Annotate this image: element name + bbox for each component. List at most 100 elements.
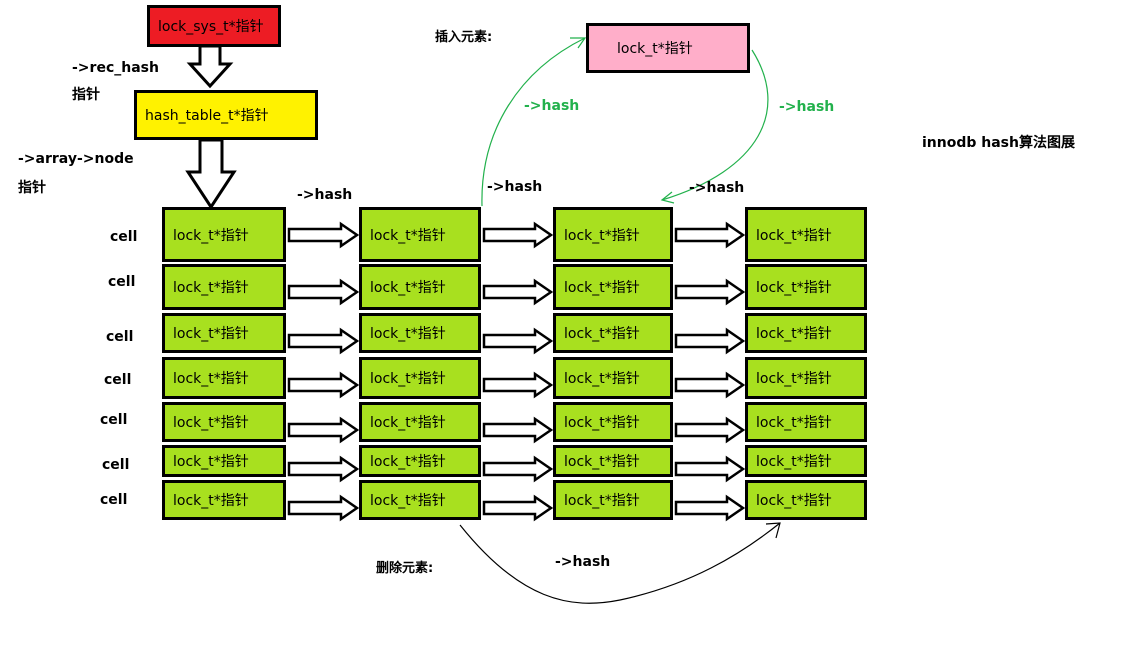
hash-chain-arrow [674,455,746,483]
cell-label: cell [102,457,130,473]
lock-node-label: lock_t*指针 [370,280,446,296]
lock-node: lock_t*指针 [553,480,673,520]
lock-node: lock_t*指针 [162,402,286,442]
cell-label: cell [104,372,132,388]
lock-node: lock_t*指针 [553,402,673,442]
diagram-title: innodb hash算法图展 [922,135,1075,151]
lock-node-label: lock_t*指针 [173,227,249,244]
column-hash-label-3: ->hash [689,180,745,196]
cell-label: cell [106,329,134,345]
lock-node: lock_t*指针 [745,264,867,310]
hash-table-box: hash_table_t*指针 [134,90,318,140]
hash-chain-arrow [482,371,554,399]
lock-node-label: lock_t*指针 [370,454,446,470]
column-hash-label-2: ->hash [487,179,543,195]
hash-chain-arrow [482,221,554,249]
hash-chain-arrow [674,494,746,522]
lock-node: lock_t*指针 [745,357,867,399]
hash-chain-arrow [287,416,360,444]
lock-node: lock_t*指针 [359,264,481,310]
lock-node-label: lock_t*指针 [173,280,249,296]
lock-node-label: lock_t*指针 [173,371,249,387]
lock-sys-label: lock_sys_t*指针 [158,19,264,35]
hash-chain-arrow [482,455,554,483]
lock-node-label: lock_t*指针 [756,493,832,509]
cell-label: cell [108,274,136,290]
lock-node: lock_t*指针 [359,313,481,353]
lock-node: lock_t*指针 [162,445,286,477]
hash-chain-arrow [674,327,746,355]
lock-node: lock_t*指针 [162,357,286,399]
array-node-label-2: 指针 [18,180,46,196]
lock-sys-box: lock_sys_t*指针 [147,5,281,47]
hash-chain-arrow [674,371,746,399]
rec-hash-label: ->rec_hash [72,60,159,76]
lock-node: lock_t*指针 [162,480,286,520]
insert-curve-left-head [570,37,587,49]
rec-hash-label-2: 指针 [72,87,100,103]
column-hash-label-1: ->hash [297,187,353,203]
insert-hash-right: ->hash [779,99,835,115]
lock-node-label: lock_t*指针 [173,415,249,431]
lock-node-label: lock_t*指针 [564,326,640,342]
lock-node-label: lock_t*指针 [564,415,640,431]
lock-node: lock_t*指针 [745,445,867,477]
hash-chain-arrow [482,278,554,306]
hash-chain-arrow [287,494,360,522]
hash-chain-arrow [287,221,360,249]
delete-hash-label: ->hash [555,554,611,570]
lock-node: lock_t*指针 [553,357,673,399]
lock-node-label: lock_t*指针 [756,326,832,342]
lock-node-label: lock_t*指针 [564,280,640,296]
lock-node: lock_t*指针 [162,313,286,353]
lock-node-label: lock_t*指针 [370,326,446,342]
lock-node-label: lock_t*指针 [756,415,832,431]
insert-curve-right [661,49,769,201]
hash-chain-arrow [482,416,554,444]
lock-node-label: lock_t*指针 [756,454,832,470]
cell-label: cell [100,492,128,508]
lock-node-label: lock_t*指针 [756,280,832,296]
hash-chain-arrow [482,494,554,522]
lock-node-label: lock_t*指针 [564,454,640,470]
cell-label: cell [110,229,138,245]
insert-label: 插入元素: [435,30,493,45]
insert-node-label: lock_t*指针 [617,41,693,57]
lock-node-label: lock_t*指针 [756,227,832,244]
lock-node-label: lock_t*指针 [370,371,446,387]
lock-node-label: lock_t*指针 [173,326,249,342]
lock-node: lock_t*指针 [359,445,481,477]
lock-node: lock_t*指针 [359,207,481,262]
delete-curve [459,522,781,604]
lock-node-label: lock_t*指针 [564,493,640,509]
hash-chain-arrow [287,278,360,306]
hash-chain-arrow [287,455,360,483]
lock-node: lock_t*指针 [359,357,481,399]
lock-node: lock_t*指针 [359,480,481,520]
down-arrow-rec-hash [186,44,234,89]
lock-node-label: lock_t*指针 [370,227,446,244]
lock-node: lock_t*指针 [553,207,673,262]
lock-node-label: lock_t*指针 [564,227,640,244]
lock-node-label: lock_t*指针 [173,454,249,470]
down-arrow-array-node [185,138,237,210]
delete-curve-head [765,522,781,539]
insert-curve-right-head [660,191,675,204]
hash-chain-arrow [287,327,360,355]
delete-label: 删除元素: [376,561,434,576]
insert-curve-left [481,37,586,207]
lock-node: lock_t*指针 [745,402,867,442]
lock-node: lock_t*指针 [745,480,867,520]
hash-chain-arrow [674,416,746,444]
lock-node-label: lock_t*指针 [370,415,446,431]
lock-node-label: lock_t*指针 [756,371,832,387]
lock-node: lock_t*指针 [553,445,673,477]
lock-node: lock_t*指针 [162,207,286,262]
hash-chain-arrow [482,327,554,355]
hash-chain-arrow [287,371,360,399]
hash-table-label: hash_table_t*指针 [145,108,269,124]
lock-node-label: lock_t*指针 [370,493,446,509]
array-node-label: ->array->node [18,151,134,167]
hash-chain-arrow [674,278,746,306]
